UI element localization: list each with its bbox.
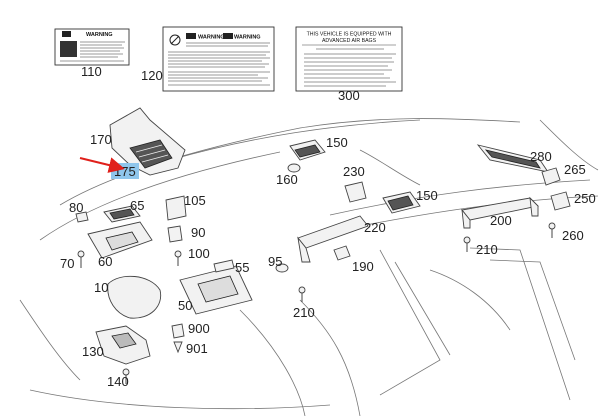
part-95-clip[interactable] bbox=[275, 263, 289, 273]
callout-50: 50 bbox=[178, 298, 192, 313]
part-260-screw[interactable] bbox=[548, 222, 556, 238]
callout-150-a: 150 bbox=[326, 135, 348, 150]
callout-90: 90 bbox=[191, 225, 205, 240]
part-80-clip[interactable] bbox=[75, 211, 89, 223]
part-170-overhead-console[interactable] bbox=[109, 107, 186, 176]
callout-210-a: 210 bbox=[476, 242, 498, 257]
part-901-bulb[interactable] bbox=[173, 341, 183, 354]
airbag-line2: ADVANCED AIR BAGS bbox=[322, 38, 377, 44]
part-160-bulb[interactable] bbox=[287, 163, 301, 173]
warning-b-badge-left: WARNING bbox=[198, 35, 225, 41]
part-100-screw[interactable] bbox=[174, 250, 182, 266]
callout-250: 250 bbox=[574, 191, 596, 206]
callout-900: 900 bbox=[188, 321, 210, 336]
part-210-screw-b[interactable] bbox=[298, 286, 306, 302]
callout-901: 901 bbox=[186, 341, 208, 356]
airbag-label-300: THIS VEHICLE IS EQUIPPED WITH ADVANCED A… bbox=[295, 26, 403, 92]
warning-label-110: WARNING bbox=[54, 28, 130, 66]
callout-220: 220 bbox=[364, 220, 386, 235]
callout-210-b: 210 bbox=[293, 305, 315, 320]
callout-110: 110 bbox=[81, 64, 102, 79]
part-90-holder[interactable] bbox=[167, 225, 183, 243]
part-60-sun-visor[interactable] bbox=[87, 221, 153, 259]
callout-120: 120 bbox=[141, 68, 163, 83]
warning-label-120: WARNING WARNING bbox=[162, 26, 275, 92]
part-250-cap[interactable] bbox=[550, 191, 571, 211]
part-265-clip[interactable] bbox=[541, 167, 561, 186]
part-150-reading-lamp[interactable] bbox=[289, 139, 326, 161]
callout-230: 230 bbox=[343, 164, 365, 179]
callout-190: 190 bbox=[352, 259, 374, 274]
vehicle-roof-outline bbox=[19, 118, 599, 416]
callout-150-b: 150 bbox=[416, 188, 438, 203]
callout-170: 170 bbox=[90, 132, 112, 147]
callout-140: 140 bbox=[107, 374, 129, 389]
callout-100: 100 bbox=[188, 246, 210, 261]
part-130-bracket[interactable] bbox=[95, 325, 151, 365]
part-140-screw[interactable] bbox=[122, 368, 130, 384]
callout-260: 260 bbox=[562, 228, 584, 243]
part-55-mirror[interactable] bbox=[213, 259, 235, 273]
callout-65: 65 bbox=[130, 198, 144, 213]
red-arrow-icon bbox=[79, 157, 125, 173]
warning-triangle-icon bbox=[62, 31, 71, 37]
callout-10: 10 bbox=[94, 280, 108, 295]
warning-triangle-icon bbox=[223, 33, 233, 39]
warning-a-badge: WARNING bbox=[86, 32, 113, 38]
callout-265: 265 bbox=[564, 162, 586, 177]
callout-55: 55 bbox=[235, 260, 249, 275]
callout-300: 300 bbox=[338, 88, 360, 103]
callout-60: 60 bbox=[98, 254, 112, 269]
callout-280: 280 bbox=[530, 149, 552, 164]
part-70-screw[interactable] bbox=[77, 250, 85, 268]
part-105-bracket[interactable] bbox=[165, 195, 187, 221]
part-65-mirror-lamp[interactable] bbox=[103, 205, 141, 223]
callout-80: 80 bbox=[69, 200, 83, 215]
part-190-end-cap[interactable] bbox=[333, 245, 351, 261]
child-seat-icon bbox=[60, 41, 77, 57]
callout-200: 200 bbox=[490, 213, 512, 228]
part-10-cover[interactable] bbox=[107, 275, 162, 319]
part-900-bulb[interactable] bbox=[171, 323, 185, 339]
callout-70: 70 bbox=[60, 256, 74, 271]
part-220-grab-handle[interactable] bbox=[297, 215, 369, 263]
callout-130: 130 bbox=[82, 344, 104, 359]
part-200-grab-handle[interactable] bbox=[461, 196, 539, 229]
callout-95: 95 bbox=[268, 254, 282, 269]
airbag-line1: THIS VEHICLE IS EQUIPPED WITH bbox=[307, 32, 392, 38]
part-150-lamp-rear[interactable] bbox=[382, 191, 421, 214]
warning-b-badge-right: WARNING bbox=[234, 35, 261, 41]
part-50-sun-visor[interactable] bbox=[179, 265, 253, 315]
part-230-bracket[interactable] bbox=[344, 181, 367, 203]
part-210-screw-a[interactable] bbox=[463, 236, 471, 252]
callout-105: 105 bbox=[184, 193, 206, 208]
callout-160: 160 bbox=[276, 172, 298, 187]
warning-triangle-icon bbox=[186, 33, 196, 39]
